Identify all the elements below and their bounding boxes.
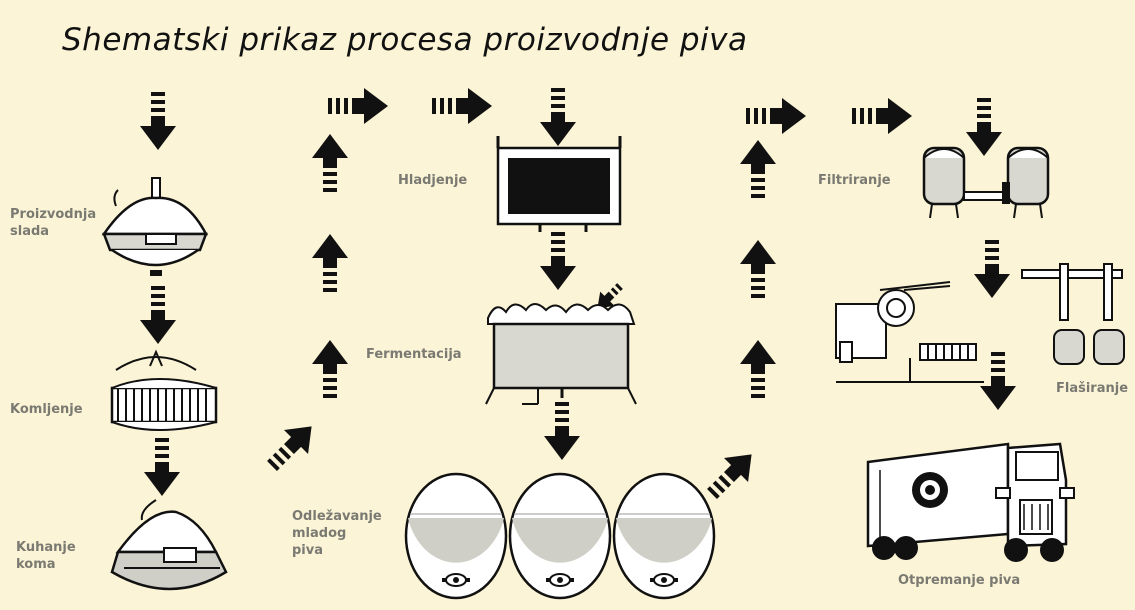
arrow-top-right-4 bbox=[852, 98, 912, 134]
arrow-top-right-3 bbox=[746, 98, 806, 134]
label-fermentation: Fermentacija bbox=[366, 347, 462, 362]
lagering-tank-2 bbox=[508, 472, 612, 600]
delivery-truck-icon bbox=[866, 442, 1075, 562]
arrow-top-right-2 bbox=[432, 88, 492, 124]
arrow-diag-1 bbox=[267, 426, 312, 471]
arrow-bottling-down bbox=[974, 240, 1010, 298]
malt-kettle-icon bbox=[101, 177, 209, 276]
arrow-col3-top bbox=[540, 88, 576, 146]
label-wort-boiling-line2: koma bbox=[16, 557, 56, 572]
arrow-truck-down bbox=[980, 352, 1016, 410]
label-cooling: Hladjenje bbox=[398, 173, 468, 188]
arrow-col4-up-low bbox=[740, 340, 776, 398]
label-lagering-line1: Odležavanje bbox=[292, 509, 382, 524]
label-mashing: Komljenje bbox=[10, 402, 83, 417]
wort-kettle-icon bbox=[110, 499, 228, 591]
label-wort-boiling-line1: Kuhanje bbox=[16, 540, 76, 555]
label-bottling: Flaširanje bbox=[1056, 381, 1129, 396]
label-lagering-line2: mladog bbox=[292, 526, 347, 541]
bottling-line-icon bbox=[835, 263, 1125, 383]
arrow-col1-low bbox=[144, 438, 180, 496]
arrow-col2-up-mid bbox=[312, 234, 348, 292]
arrow-col4-up-top bbox=[740, 140, 776, 198]
label-shipping: Otpremanje piva bbox=[898, 573, 1021, 588]
arrow-top-right-1 bbox=[328, 88, 388, 124]
arrow-col3-low bbox=[544, 402, 580, 460]
diagram-title: Shematski prikaz procesa proizvodnje piv… bbox=[62, 22, 748, 58]
mash-tun-icon bbox=[110, 349, 218, 431]
arrow-filter-down bbox=[966, 98, 1002, 156]
arrow-col1-top bbox=[140, 92, 176, 150]
label-malt-production-line1: Proizvodnja bbox=[10, 207, 97, 222]
label-filtration: Filtriranje bbox=[818, 173, 891, 188]
arrow-col1-mid bbox=[140, 286, 176, 344]
cooler-icon bbox=[496, 136, 622, 232]
label-malt-production: Proizvodnja slada bbox=[10, 206, 96, 240]
arrow-diag-2 bbox=[707, 454, 752, 499]
label-wort-boiling: Kuhanje koma bbox=[16, 539, 76, 573]
label-lagering-line3: piva bbox=[292, 543, 324, 558]
arrow-col2-up-top bbox=[312, 134, 348, 192]
arrow-col4-up-mid bbox=[740, 240, 776, 298]
arrow-col2-up-low bbox=[312, 340, 348, 398]
label-lagering: Odležavanje mladog piva bbox=[292, 508, 382, 559]
arrow-col3-mid bbox=[540, 232, 576, 290]
fermentation-vat-icon bbox=[485, 303, 637, 405]
filter-icon bbox=[922, 146, 1050, 219]
label-malt-production-line2: slada bbox=[10, 224, 50, 239]
lagering-tank-3 bbox=[612, 472, 716, 600]
lagering-tank-1 bbox=[404, 472, 508, 600]
